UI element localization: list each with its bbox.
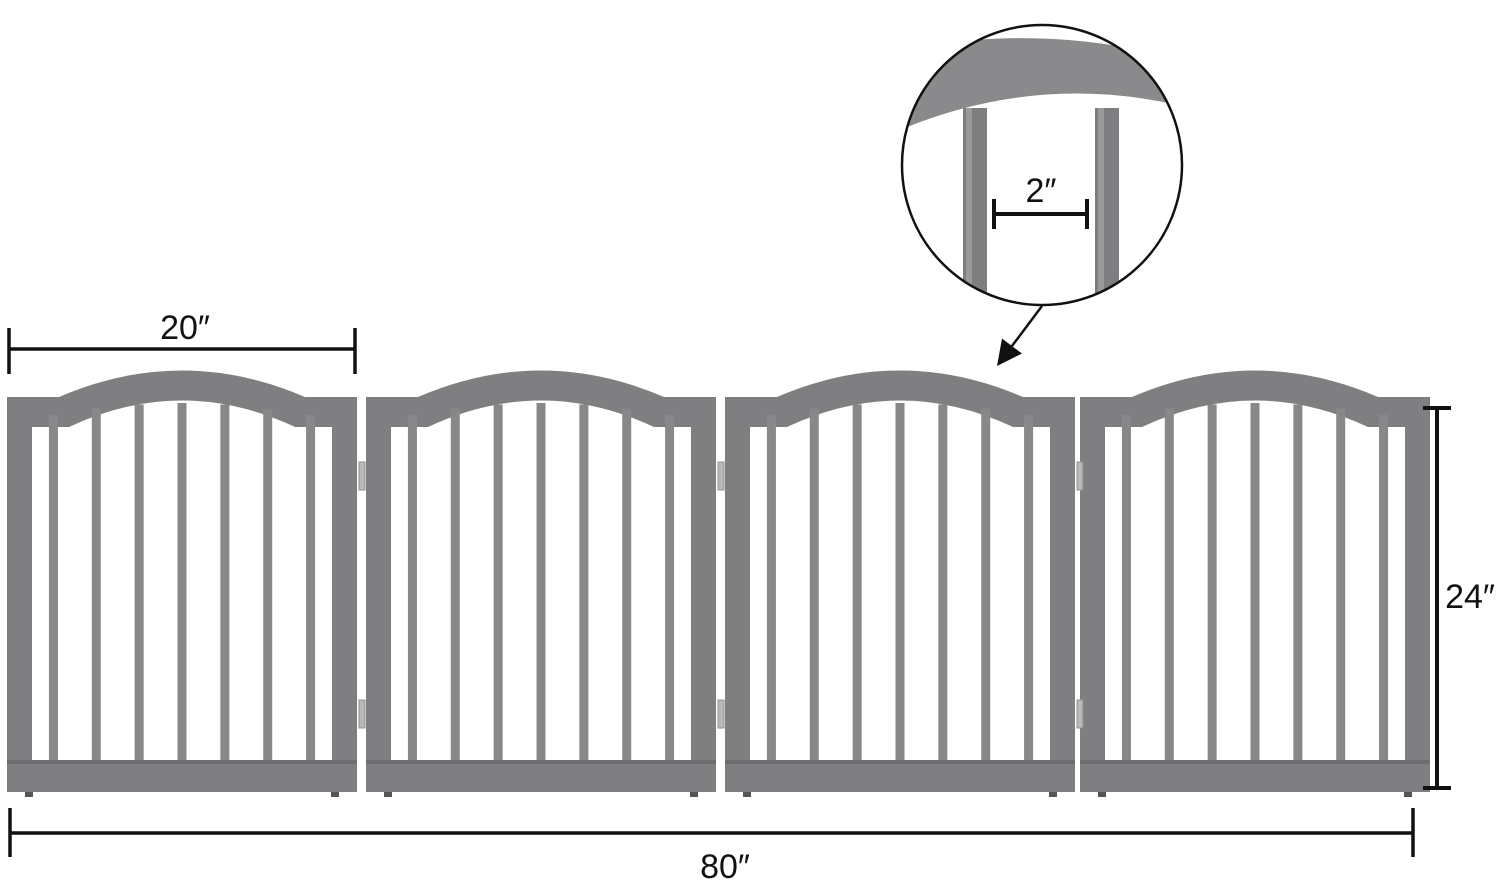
vertical-bar [134,404,144,760]
zoom-pointer-arrow [997,305,1043,366]
gate-panel [1080,370,1430,797]
gate-panel [725,370,1075,797]
bar-spacing-zoom-detail: 2″ [900,23,1184,366]
hinge [358,699,366,729]
panel-foot [1049,792,1057,797]
hinge [717,461,725,491]
gate-panel [7,370,357,797]
bar-spacing-label: 2″ [1026,172,1057,210]
hinge [1076,699,1084,729]
panel-frame [366,370,716,792]
vertical-bar [177,403,187,760]
vertical-bar [1024,414,1034,760]
panel-bottom-rail [7,760,357,764]
vertical-bar [1293,404,1303,760]
panel-frame [725,370,1075,792]
vertical-bar [895,403,905,760]
panel-frame [7,370,357,792]
vertical-bar [1207,404,1217,760]
vertical-bar [220,404,230,760]
height-dimension: 24″ [1423,406,1495,790]
panel-foot [690,792,698,797]
vertical-bar [1336,408,1346,760]
vertical-bar [536,403,546,760]
vertical-bar [48,414,58,760]
vertical-bar [1121,414,1131,760]
panel-foot [1098,792,1106,797]
hinge [358,461,366,491]
panel-foot [331,792,339,797]
panel-bottom-rail [366,760,716,764]
hinges [358,461,1084,729]
vertical-bar [665,414,675,760]
panel-foot [1404,792,1412,797]
panel-foot [384,792,392,797]
vertical-bar [1379,414,1389,760]
vertical-bar [407,414,417,760]
gate-panels [7,370,1430,797]
vertical-bar [493,404,503,760]
vertical-bar [1250,403,1260,760]
zoom-circle-outline [900,23,1184,307]
vertical-bar [579,404,589,760]
panel-width-label: 20″ [160,309,210,347]
vertical-bar [852,404,862,760]
vertical-bar [938,404,948,760]
vertical-bar [91,408,101,760]
vertical-bar [306,414,316,760]
panel-bottom-rail [1080,760,1430,764]
vertical-bar [766,414,776,760]
total-width-dimension: 80″ [8,808,1415,883]
panel-foot [25,792,33,797]
vertical-bar [809,408,819,760]
vertical-bar [1164,408,1174,760]
total-width-label: 80″ [700,848,750,883]
panel-frame [1080,370,1430,792]
panel-foot [743,792,751,797]
hinge [717,699,725,729]
panel-width-dimension: 20″ [7,309,357,374]
vertical-bar [263,408,273,760]
vertical-bar [622,408,632,760]
vertical-bar [981,408,991,760]
height-label: 24″ [1445,578,1495,616]
hinge [1076,461,1084,491]
gate-panel [366,370,716,797]
panel-bottom-rail [725,760,1075,764]
zoom-top-rail [902,38,1182,132]
vertical-bar [450,408,460,760]
